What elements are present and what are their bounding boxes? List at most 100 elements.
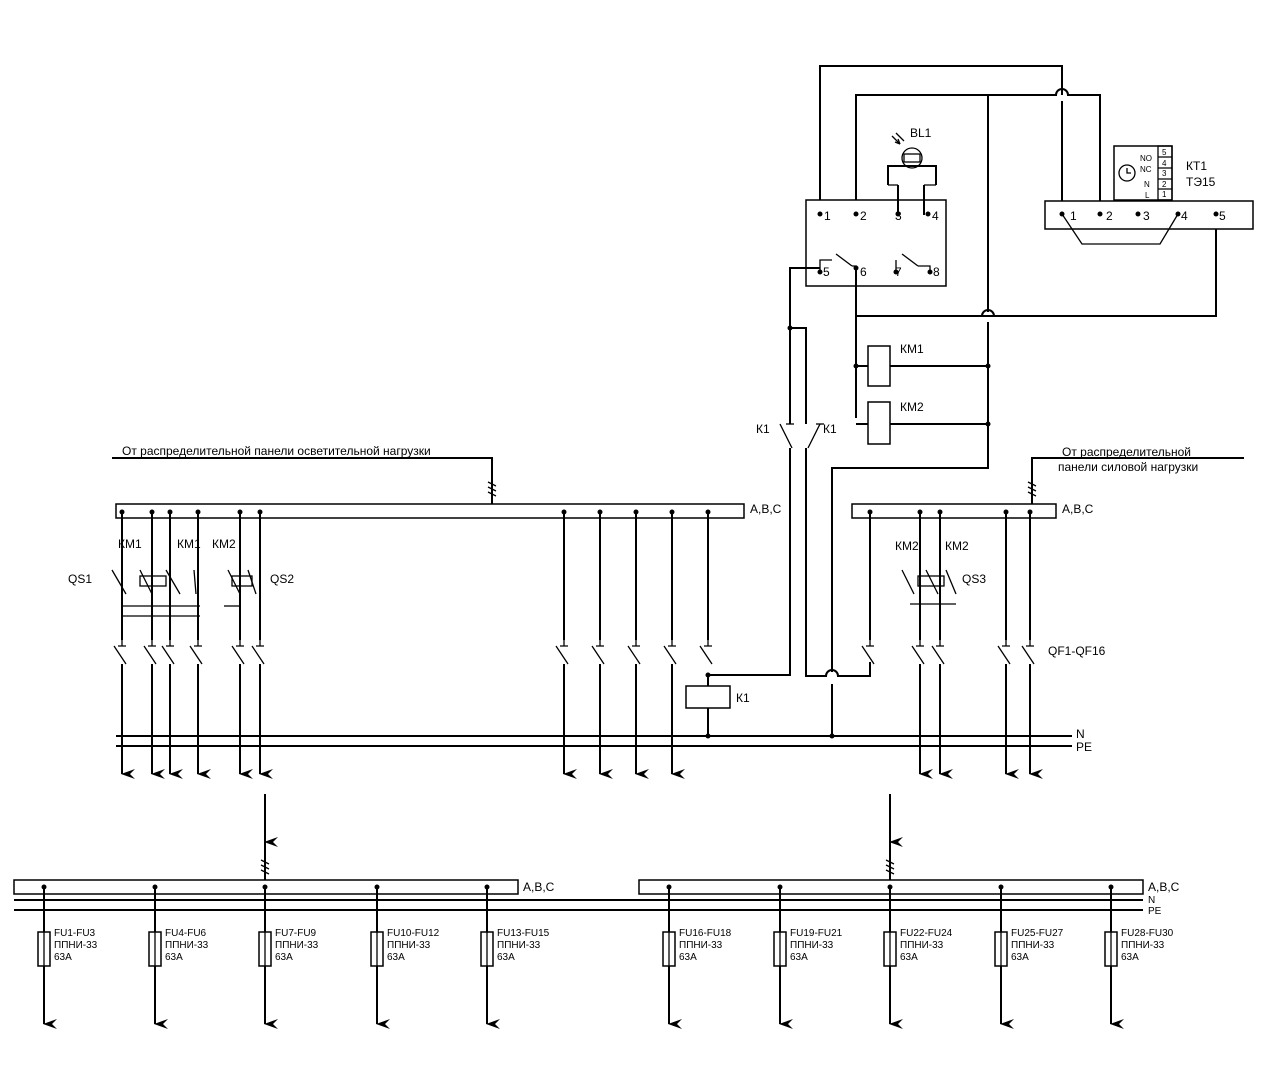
timer-pin-1: 1: [1162, 190, 1167, 199]
terminal-6: 6: [860, 265, 867, 279]
feeder-12: [861, 509, 875, 665]
fuse-group-name: FU4-FU6: [165, 928, 207, 939]
fuse-group-name: FU25-FU27: [1011, 928, 1064, 939]
lighting-supply: От распределительной панели осветительно…: [112, 444, 497, 510]
terminal-1: 1: [824, 209, 831, 223]
fuse-group-name: FU28-FU30: [1121, 928, 1174, 939]
fuse-rating: 63А: [165, 952, 183, 963]
pe-label: PE: [1076, 740, 1092, 754]
lower-left-incoming: [260, 794, 278, 882]
fuse-group-name: FU19-FU21: [790, 928, 843, 939]
switch-qs1: QS1 КМ1 КМ1: [68, 537, 201, 617]
qf-label: QF1-QF16: [1048, 644, 1106, 658]
switch-qs3: QS3 КМ2 КМ2: [895, 539, 986, 605]
fuse-type: ППНИ-33: [679, 940, 723, 951]
qs3-label: QS3: [962, 572, 986, 586]
lower-neutral-label: N: [1148, 895, 1155, 906]
k1-contact-left-label: К1: [756, 422, 770, 436]
photo-relay-terminals: 1 2 3 4 5 6 7 8: [817, 209, 940, 279]
fuse-group-name: FU13-FU15: [497, 928, 550, 939]
feeder-4: [189, 509, 211, 779]
feeder-6: [251, 509, 273, 779]
feeder-7: [555, 509, 577, 779]
fuse-rating: 63А: [1121, 952, 1139, 963]
km1-coil-label: КМ1: [900, 342, 924, 356]
fuse-type: ППНИ-33: [54, 940, 98, 951]
timer-model: ТЭ15: [1186, 175, 1216, 189]
km1-coil: КМ1: [853, 342, 991, 387]
timer-terminal-block: [1044, 200, 1254, 230]
fuse-type: ППНИ-33: [387, 940, 431, 951]
timer-pin-3: 3: [1162, 169, 1167, 178]
bl1-label: BL1: [910, 126, 932, 140]
timer-pin-2: 2: [1162, 180, 1167, 189]
fuse-rating: 63А: [900, 952, 918, 963]
qs3-km2-left-label: КМ2: [895, 539, 919, 553]
timer-kt1: NO NC N L 5 4 3 2 1 КТ1 ТЭ15 1 2 3 4 5: [1044, 145, 1254, 245]
photo-sensor-bl1: BL1: [887, 126, 937, 215]
control-circuit: BL1 1 2 3 4 5 6 7 8: [710, 65, 1254, 736]
terminal-7: 7: [895, 265, 902, 279]
power-busbar: [851, 503, 1057, 519]
feeder-14: [931, 509, 953, 779]
fuse-rating: 63А: [387, 952, 405, 963]
fuse-type: ППНИ-33: [497, 940, 541, 951]
fuse-type: ППНИ-33: [275, 940, 319, 951]
timer-terminal-4: 4: [1181, 209, 1188, 223]
switch-qs2: QS2 КМ2: [212, 537, 294, 607]
feeder-3: [161, 509, 183, 779]
fuse-groups: FU1-FU3ППНИ-3363АFU4-FU6ППНИ-3363АFU7-FU…: [37, 884, 1174, 1029]
timer-terminal-3: 3: [1143, 209, 1150, 223]
km2-coil-label: КМ2: [900, 400, 924, 414]
fuse-rating: 63А: [497, 952, 515, 963]
fuse-group-name: FU16-FU18: [679, 928, 732, 939]
feeder-8: [591, 509, 613, 779]
feeder-11: [699, 509, 713, 665]
fuse-type: ППНИ-33: [165, 940, 209, 951]
lighting-source-label: От распределительной панели осветительно…: [122, 444, 431, 458]
photo-relay-block: [805, 199, 947, 287]
qs1-km1-left-label: КМ1: [118, 537, 142, 551]
terminal-2: 2: [860, 209, 867, 223]
timer-terminal-5: 5: [1219, 209, 1226, 223]
fuse-group-name: FU10-FU12: [387, 928, 440, 939]
timer-n-label: N: [1144, 180, 1150, 189]
fuse-type: ППНИ-33: [790, 940, 834, 951]
neutral-label: N: [1076, 727, 1085, 741]
timer-no-label: NO: [1140, 154, 1152, 163]
feeder-2: [143, 509, 165, 779]
timer-terminal-1: 1: [1070, 209, 1077, 223]
power-supply: От распределительной панели силовой нагр…: [1027, 445, 1244, 510]
qs2-km2-label: КМ2: [212, 537, 236, 551]
timer-pin-5: 5: [1162, 148, 1167, 157]
qs1-label: QS1: [68, 572, 92, 586]
power-source-label-2: панели силовой нагрузки: [1058, 460, 1198, 474]
fuse-rating: 63А: [275, 952, 293, 963]
power-busbar-label: А,В,С: [1062, 502, 1094, 516]
timer-pin-4: 4: [1162, 159, 1167, 168]
timer-nc-label: NC: [1140, 165, 1152, 174]
terminal-4: 4: [932, 209, 939, 223]
fuse-group-name: FU7-FU9: [275, 928, 317, 939]
terminal-3: 3: [895, 209, 902, 223]
k1-coil: К1: [685, 672, 835, 739]
lower-right-busbar-label: А,В,С: [1148, 880, 1180, 894]
fuse-group-name: FU22-FU24: [900, 928, 953, 939]
fuse-type: ППНИ-33: [1011, 940, 1055, 951]
fuse-type: ППНИ-33: [900, 940, 944, 951]
fuse-rating: 63А: [1011, 952, 1029, 963]
lighting-busbar: [115, 503, 745, 519]
feeder-16: [1021, 509, 1043, 779]
lower-pe-label: PE: [1148, 906, 1162, 917]
lower-right-incoming: [885, 794, 903, 882]
timer-terminal-2: 2: [1106, 209, 1113, 223]
terminal-5: 5: [823, 265, 830, 279]
